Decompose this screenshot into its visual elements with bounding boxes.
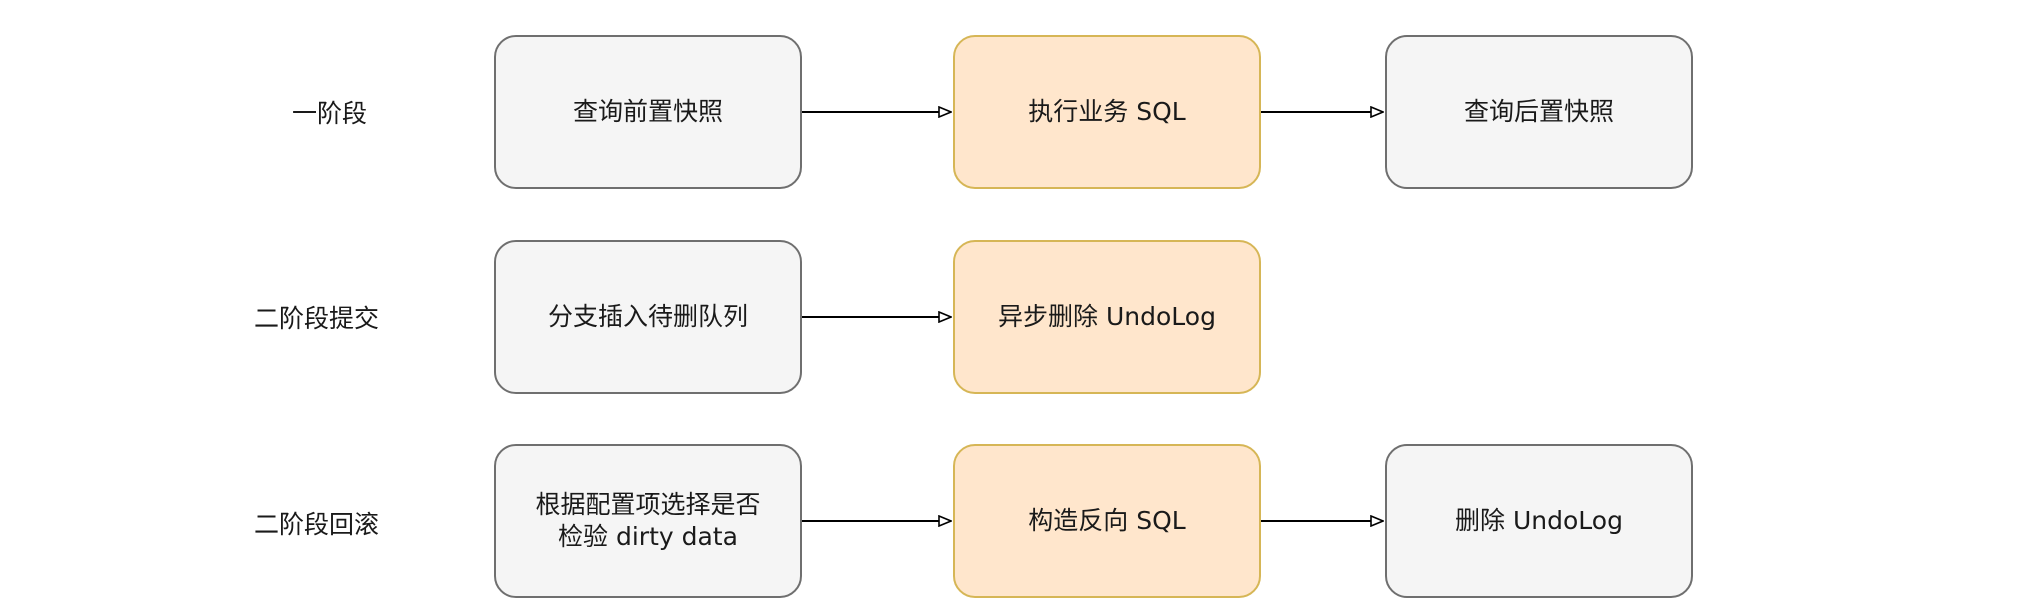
step-text: 异步删除 UndoLog: [998, 301, 1216, 331]
step-branch-insert-delete-queue: 分支插入待删队列: [494, 240, 802, 394]
row-label-phase-one: 一阶段: [292, 99, 368, 128]
step-text: 查询前置快照: [572, 96, 723, 126]
step-text: 执行业务 SQL: [1028, 96, 1186, 126]
step-text: 查询后置快照: [1463, 96, 1614, 126]
step-async-delete-undolog: 异步删除 UndoLog: [953, 240, 1261, 394]
step-query-after-image: 查询后置快照: [1385, 35, 1693, 189]
step-query-before-image: 查询前置快照: [494, 35, 802, 189]
step-text: 删除 UndoLog: [1455, 505, 1623, 535]
step-text: 分支插入待删队列: [547, 301, 748, 331]
step-build-reverse-sql: 构造反向 SQL: [953, 444, 1261, 598]
step-text: 构造反向 SQL: [1028, 505, 1186, 535]
row-label-phase-two-rollback: 二阶段回滚: [254, 510, 380, 539]
step-text: 根据配置项选择是否 检验 dirty data: [535, 489, 761, 552]
step-execute-business-sql: 执行业务 SQL: [953, 35, 1261, 189]
row-label-phase-two-commit: 二阶段提交: [254, 304, 380, 333]
step-check-dirty-data: 根据配置项选择是否 检验 dirty data: [494, 444, 802, 598]
step-delete-undolog: 删除 UndoLog: [1385, 444, 1693, 598]
